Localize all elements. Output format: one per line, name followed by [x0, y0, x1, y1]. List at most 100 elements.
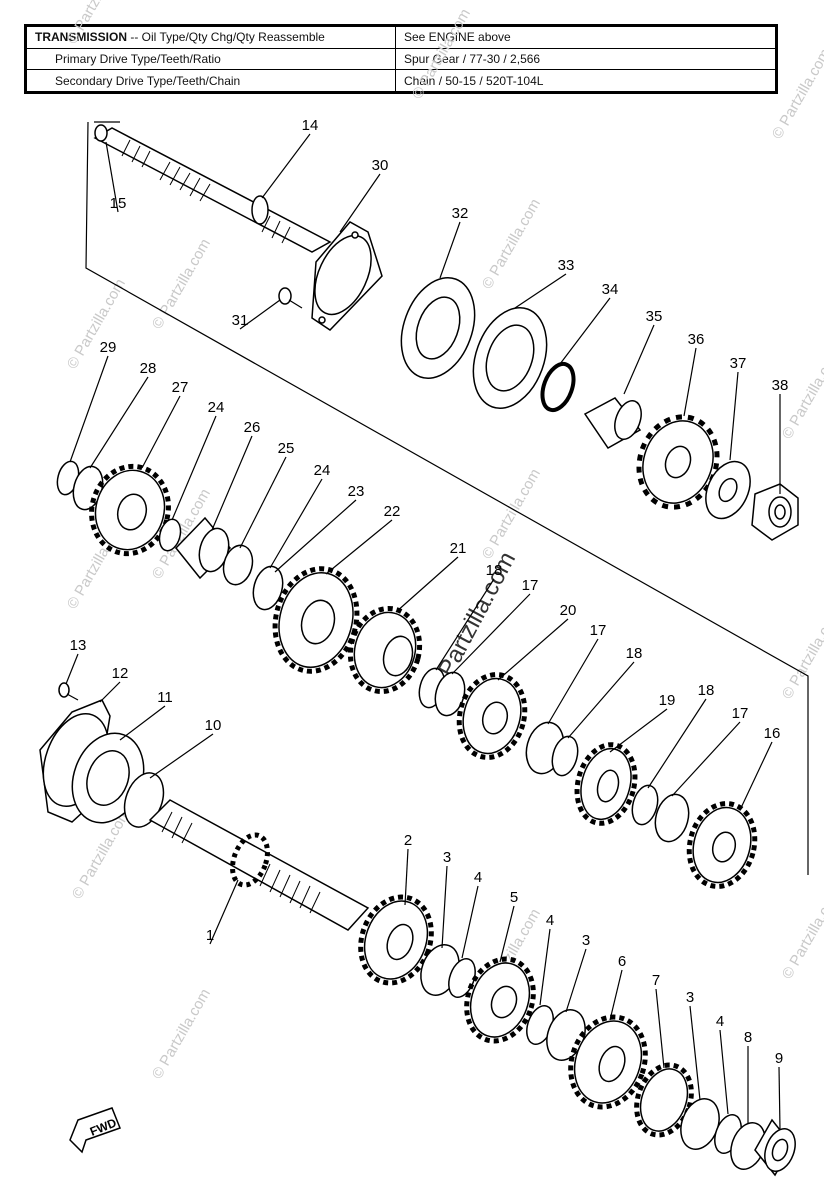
leader-line-16 [739, 741, 773, 811]
bushing-26 [175, 516, 232, 580]
spec-row-primary-drive: Primary Drive Type/Teeth/Ratio Spur Gear… [26, 47, 776, 71]
leader-line-3 [689, 1005, 701, 1101]
leader-line-26 [211, 435, 253, 531]
leader-line-23 [274, 499, 357, 573]
callout-24: 24 [208, 399, 225, 416]
leader-line-25 [239, 456, 287, 549]
leader-line-14 [261, 133, 311, 199]
leader-line-28 [89, 376, 149, 469]
watermark: © Partzilla.com [149, 986, 214, 1082]
watermark: © Partzilla.com [479, 196, 544, 292]
leader-line-21 [395, 556, 459, 613]
callout-4: 4 [474, 869, 482, 886]
leader-line-3 [565, 948, 587, 1013]
leader-line-17 [547, 638, 599, 725]
callout-21: 21 [450, 540, 467, 557]
bearing-32 [400, 277, 476, 379]
callout-32: 32 [452, 205, 469, 222]
callout-6: 6 [618, 953, 626, 970]
callout-8: 8 [744, 1029, 752, 1046]
callout-27: 27 [172, 379, 189, 396]
callout-17: 17 [590, 622, 607, 639]
leader-line-29 [69, 355, 109, 463]
callout-3: 3 [582, 932, 590, 949]
callout-18: 18 [698, 682, 715, 699]
callout-35: 35 [646, 308, 663, 325]
spec-label: Secondary Drive Type/Teeth/Chain [26, 69, 396, 92]
washer-24a [158, 518, 182, 552]
leader-line-18 [435, 578, 495, 671]
leader-line-9 [778, 1066, 781, 1131]
spec-value: Chain / 50-15 / 520T-104L [395, 69, 776, 92]
callout-3: 3 [443, 849, 451, 866]
gear-21 [347, 605, 423, 695]
watermark: © Partzilla.com [779, 606, 824, 702]
callout-28: 28 [140, 360, 157, 377]
callout-26: 26 [244, 419, 261, 436]
callout-11: 11 [157, 689, 173, 706]
main-shaft [93, 124, 332, 253]
callout-2: 2 [404, 832, 412, 849]
spacer-35 [583, 397, 642, 449]
frame-lines [85, 121, 809, 875]
forward-direction-arrow: FWD [69, 1107, 121, 1154]
leader-line-4 [719, 1029, 729, 1115]
bolt-31 [278, 287, 303, 309]
callout-37: 37 [730, 355, 747, 372]
callout-36: 36 [688, 331, 705, 348]
callout-15: 15 [110, 195, 127, 212]
leader-line-24 [171, 415, 217, 521]
leader-line-2 [404, 848, 409, 906]
callout-19: 19 [659, 692, 676, 709]
callout-20: 20 [560, 602, 577, 619]
leader-line-10 [149, 733, 214, 779]
spec-label: -- Oil Type/Qty Chg/Qty Reassemble [127, 30, 325, 45]
leader-line-30 [339, 173, 381, 233]
leader-line-18 [647, 698, 707, 789]
watermark: © Partzilla.com [779, 886, 824, 982]
leader-line-7 [655, 988, 665, 1069]
leader-line-37 [729, 371, 739, 461]
callout-12: 12 [112, 665, 129, 682]
leader-line-1 [209, 879, 239, 945]
callout-17: 17 [732, 705, 749, 722]
drive-axle-1 [148, 799, 370, 931]
washer-10 [123, 772, 165, 828]
leader-line-27 [141, 395, 181, 469]
callout-38: 38 [772, 377, 789, 394]
callout-24: 24 [314, 462, 331, 479]
callout-17: 17 [522, 577, 539, 594]
washer-24b [252, 565, 284, 611]
leader-lines [65, 133, 781, 1131]
leader-line-12 [99, 681, 121, 703]
watermark: © Partzilla.com [149, 236, 214, 332]
callout-22: 22 [384, 503, 401, 520]
leader-line-20 [497, 618, 569, 681]
leader-line-4 [461, 885, 479, 959]
callout-4: 4 [716, 1013, 724, 1030]
callout-1: 1 [206, 927, 214, 944]
leader-line-17 [671, 721, 741, 797]
washer-17c [654, 793, 690, 843]
gear-20 [456, 672, 528, 760]
watermark: © Partzilla.com [409, 6, 474, 102]
leader-line-22 [325, 519, 393, 575]
callout-33: 33 [558, 257, 575, 274]
leader-line-3 [441, 865, 448, 949]
spec-row-secondary-drive: Secondary Drive Type/Teeth/Chain Chain /… [26, 69, 776, 92]
callout-31: 31 [232, 312, 249, 329]
callout-16: 16 [764, 725, 781, 742]
washer-37 [705, 460, 751, 520]
leader-line-31 [239, 299, 281, 330]
callout-18: 18 [486, 562, 503, 579]
leader-line-6 [609, 969, 623, 1021]
callout-13: 13 [70, 637, 87, 654]
washer-25 [222, 544, 254, 586]
callout-3: 3 [686, 989, 694, 1006]
callout-5: 5 [510, 889, 518, 906]
watermark: © Partzilla.com [479, 466, 544, 562]
leader-line-19 [609, 708, 668, 753]
spec-value: Spur Gear / 77-30 / 2,566 [395, 47, 776, 71]
spec-label-bold: TRANSMISSION [35, 30, 128, 45]
